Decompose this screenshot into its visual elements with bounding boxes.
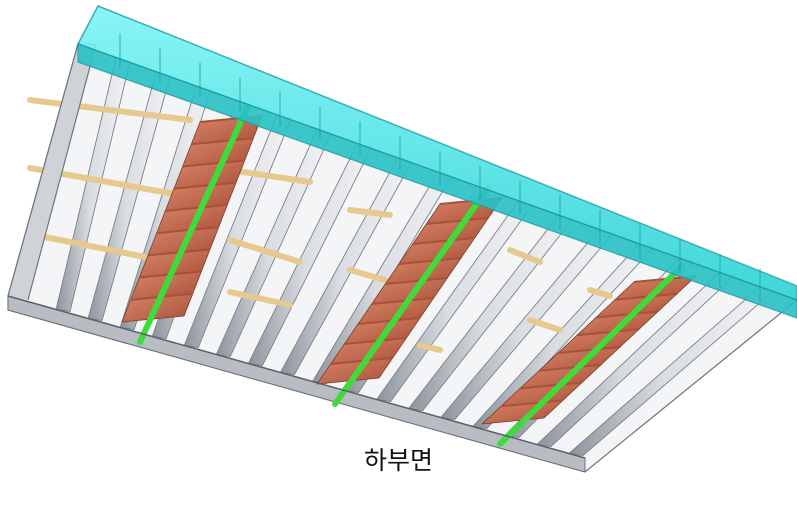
brace [417, 342, 443, 353]
stair-riser [426, 217, 489, 225]
brace [27, 97, 193, 123]
brace [507, 247, 543, 265]
stair-riser [165, 203, 228, 212]
brace [347, 207, 393, 218]
stair-riser [614, 292, 678, 301]
stair-stringer [137, 103, 251, 345]
stair-riser [519, 381, 583, 390]
stair-riser [182, 159, 245, 168]
brace [227, 289, 293, 308]
stair-flight [121, 103, 263, 345]
brace [227, 167, 313, 185]
stair-riser [412, 237, 475, 245]
caption: 하부면 [363, 446, 433, 475]
stair-riser [576, 328, 640, 337]
brace [27, 231, 173, 265]
stair-riser [500, 399, 564, 408]
stair-riser [344, 337, 407, 345]
stair-riser [156, 226, 219, 235]
stair-flights [121, 103, 698, 447]
brace [527, 317, 563, 333]
stair-riser [538, 363, 602, 372]
stair-stringer [332, 185, 491, 407]
stair-riser [385, 277, 448, 285]
stair-riser [595, 310, 659, 319]
stair-riser [330, 357, 393, 365]
beam-stiffeners [119, 33, 761, 303]
stair-riser [371, 297, 434, 305]
stair-riser [173, 181, 237, 190]
stair-stringer [497, 263, 685, 447]
stair-riser [557, 346, 621, 354]
stair-flight [316, 185, 503, 407]
brace [347, 267, 388, 283]
stair-riser [398, 257, 462, 265]
stair-riser [357, 317, 421, 325]
top-edge-beam [76, 5, 797, 319]
brace [587, 287, 613, 299]
stair-riser [191, 137, 254, 146]
stair-flight [480, 263, 698, 447]
brace [227, 237, 303, 265]
